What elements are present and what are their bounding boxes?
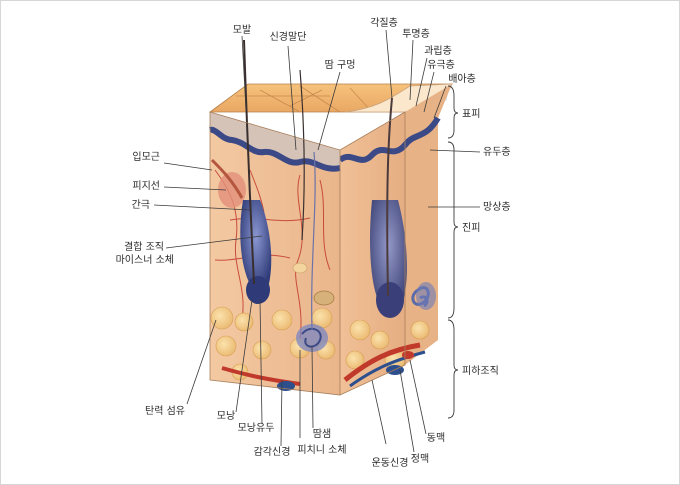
label-stratum-spinosum: 유극층 (427, 59, 455, 71)
diagram-labels: 모발 신경말단 땀 구멍 각질층 투명층 과립층 유극층 배아층 표피 유두층 … (116, 17, 511, 469)
label-artery: 동맥 (427, 432, 445, 444)
label-sweat-gland: 땀샘 (313, 428, 331, 440)
label-gap: 간극 (132, 199, 150, 211)
label-stratum-corneum: 각질층 (370, 17, 398, 29)
label-sebaceous-gland: 피지선 (132, 180, 160, 192)
label-epidermis: 표피 (462, 108, 480, 120)
label-sensory-nerve: 감각신경 (254, 445, 291, 458)
label-meissner: 마이스너 소체 (116, 254, 174, 266)
label-vein: 정맥 (411, 453, 429, 465)
dermis-front-block (209, 39, 341, 395)
label-pacinian: 피치니 소체 (297, 444, 346, 456)
dermis-right-block (338, 84, 452, 395)
label-stratum-lucidum: 투명층 (402, 28, 430, 40)
label-sweat-pore: 땀 구멍 (325, 59, 356, 71)
label-papillary-layer: 유두층 (483, 146, 511, 158)
label-elastic-fiber: 탄력 섬유 (145, 405, 185, 417)
label-hair: 모발 (233, 24, 251, 36)
label-arrector-pili: 입모근 (132, 150, 160, 163)
label-subcutaneous: 피하조직 (462, 364, 499, 377)
label-stratum-basale: 배아층 (448, 73, 476, 85)
label-nerve-ending: 신경말단 (270, 30, 307, 43)
label-stratum-granulosum: 과립층 (424, 44, 452, 57)
label-reticular-layer: 망상층 (483, 201, 511, 213)
label-papilla: 모낭유두 (238, 422, 275, 434)
layer-brackets (447, 85, 459, 419)
label-dermis: 진피 (462, 222, 480, 234)
label-motor-nerve: 운동신경 (372, 456, 409, 469)
label-follicle: 모낭 (217, 410, 235, 422)
label-connective-tissue: 결합 조직 (124, 241, 164, 253)
